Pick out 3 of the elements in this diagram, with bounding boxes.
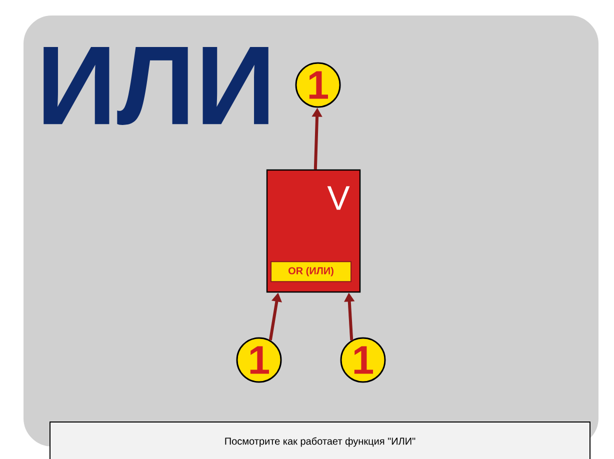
title: ИЛИ <box>44 47 268 125</box>
message-bar: Посмотрите как работает функция "ИЛИ" <box>50 422 590 459</box>
gate-label: OR (ИЛИ) <box>270 261 352 282</box>
